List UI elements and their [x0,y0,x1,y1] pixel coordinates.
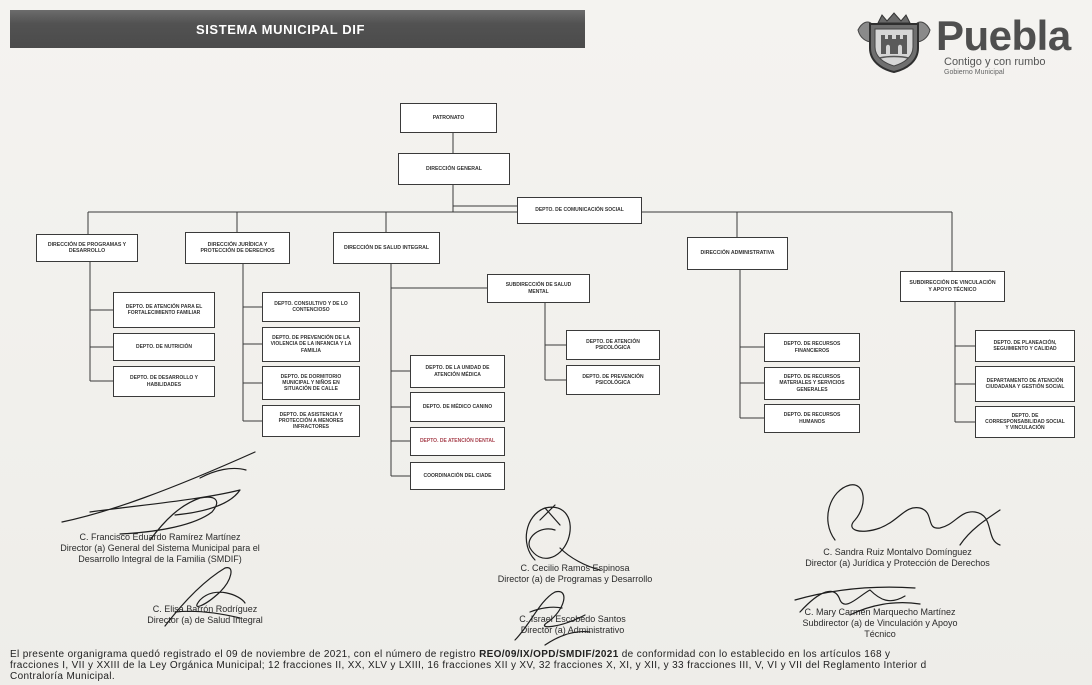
signer-name: C. Francisco Eduardo Ramírez Martínez [79,532,241,542]
puebla-seal-icon [856,12,932,74]
org-box-depto: DEPTO. DE RECURSOS MATERIALES Y SERVICIO… [764,367,860,400]
org-box-comunicacion-social: DEPTO. DE COMUNICACIÓN SOCIAL [517,197,642,224]
org-box-depto: DEPTO. DE MÉDICO CANINO [410,392,505,422]
registration-line: fracciones I, VII y XXIII de la Ley Orgá… [10,660,927,671]
org-box-patronato: PATRONATO [400,103,497,133]
org-box-depto: DEPTO. DE DESARROLLO Y HABILIDADES [113,366,215,397]
signature-block: C. Francisco Eduardo Ramírez Martínez Di… [20,532,300,565]
signer-title: Director (a) Jurídica y Protección de De… [805,558,990,568]
org-box-depto: DEPTO. DE ATENCIÓN PSICOLÓGICA [566,330,660,360]
org-box-depto: DEPTO. DE CORRESPONSABILIDAD SOCIAL Y VI… [975,406,1075,438]
signature-block: C. Israel Escobedo Santos Director (a) A… [480,614,665,636]
org-box-depto: DEPTO. DE PREVENCIÓN DE LA VIOLENCIA DE … [262,327,360,362]
signature-block: C. Mary Carmen Marquecho Martínez Subdir… [770,607,990,640]
signature-block: C. Elisa Barrón Rodríguez Director (a) d… [120,604,290,626]
signer-name: C. Israel Escobedo Santos [519,614,626,624]
signer-title: Subdirector (a) de Vinculación y Apoyo [802,618,958,628]
signer-title: Director (a) Administrativo [520,625,625,635]
signer-name: C. Elisa Barrón Rodríguez [152,604,258,614]
org-box-depto: DEPTO. CONSULTIVO Y DE LO CONTENCIOSO [262,292,360,322]
signer-title: Desarrollo Integral de la Familia (SMDIF… [78,554,242,564]
signer-name: C. Cecilio Ramos Espinosa [520,563,630,573]
org-box-depto: DEPTO. DE RECURSOS HUMANOS [764,404,860,433]
org-box-direccion-programas: DIRECCIÓN DE PROGRAMAS Y DESARROLLO [36,234,138,262]
org-box-depto: DEPTO. DE LA UNIDAD DE ATENCIÓN MÉDICA [410,355,505,388]
signature-block: C. Sandra Ruiz Montalvo Domínguez Direct… [765,547,1030,569]
org-box-direccion-salud: DIRECCIÓN DE SALUD INTEGRAL [333,232,440,264]
org-box-subdireccion-vinculacion: SUBDIRECCIÓN DE VINCULACIÓN Y APOYO TÉCN… [900,271,1005,302]
logo-subtitle: Gobierno Municipal [944,69,1005,76]
org-box-depto: DEPTO. DE ASISTENCIA Y PROTECCIÓN A MENO… [262,405,360,437]
registration-text: El presente organigrama quedó registrado… [10,649,480,660]
signer-name: C. Mary Carmen Marquecho Martínez [804,607,956,617]
org-box-direccion-juridica: DIRECCIÓN JURÍDICA Y PROTECCIÓN DE DEREC… [185,232,290,264]
registration-line: El presente organigrama quedó registrado… [10,649,1092,660]
logo-tagline: Contigo y con rumbo [944,56,1046,68]
registration-number: REO/09/IX/OPD/SMDIF/2021 [479,649,619,660]
org-box-depto: DEPTO. DE RECURSOS FINANCIEROS [764,333,860,362]
logo-name: Puebla [936,12,1071,59]
org-box-depto: DEPTO. DE ATENCIÓN DENTAL [410,427,505,456]
registration-line: Contraloría Municipal. [10,671,115,682]
header-title: SISTEMA MUNICIPAL DIF [195,21,366,37]
header-banner: SISTEMA MUNICIPAL DIF [10,10,585,48]
registration-note: El presente organigrama quedó registrado… [10,649,1092,682]
org-box-depto: DEPTO. DE DORMITORIO MUNICIPAL Y NIÑOS E… [262,366,360,400]
signer-title: Director (a) General del Sistema Municip… [60,543,260,553]
org-box-coordinacion: COORDINACIÓN DEL CIADE [410,462,505,490]
signer-title: Técnico [864,629,896,639]
org-box-depto: DEPTO. DE PREVENCIÓN PSICOLÓGICA [566,365,660,395]
signer-title: Director (a) de Programas y Desarrollo [497,574,653,584]
signer-name: C. Sandra Ruiz Montalvo Domínguez [823,547,972,557]
org-box-depto: DEPTO. DE PLANEACIÓN, SEGUIMIENTO Y CALI… [975,330,1075,362]
org-box-direccion-administrativa: DIRECCIÓN ADMINISTRATIVA [687,237,788,270]
org-box-depto: DEPTO. DE ATENCIÓN PARA EL FORTALECIMIEN… [113,292,215,328]
signature-block: C. Cecilio Ramos Espinosa Director (a) d… [475,563,675,585]
org-box-subdireccion-salud-mental: SUBDIRECCIÓN DE SALUD MENTAL [487,274,590,303]
org-box-direccion-general: DIRECCIÓN GENERAL [398,153,510,185]
registration-text: de conformidad con lo establecido en los… [618,649,891,660]
signer-title: Director (a) de Salud Integral [147,615,263,625]
org-box-depto: DEPARTAMENTO DE ATENCIÓN CIUDADANA Y GES… [975,366,1075,402]
org-box-depto: DEPTO. DE NUTRICIÓN [113,333,215,361]
